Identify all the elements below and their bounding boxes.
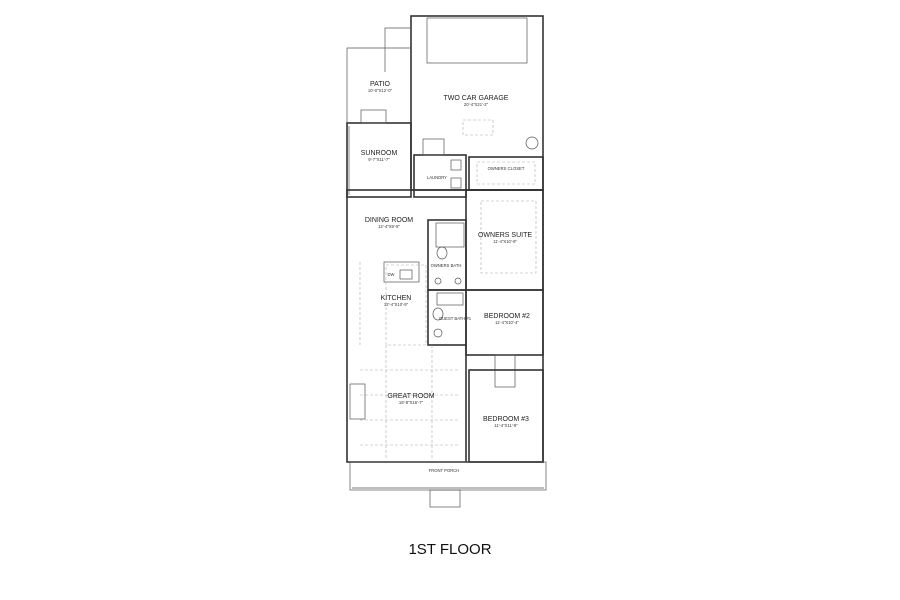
kitchen: [359, 261, 427, 346]
laundry: [413, 138, 467, 198]
garage-label: TWO CAR GARAGE: [444, 95, 509, 102]
sunroom: [346, 109, 412, 198]
owners-suite-size: 11'-4"X10'-9": [493, 239, 517, 244]
dining-size: 12'-4"X9'-8": [378, 224, 400, 229]
great-room-label: GREAT ROOM: [387, 393, 434, 400]
bedroom3-label: BEDROOM #3: [483, 416, 529, 423]
patio: [346, 27, 411, 123]
fireplace: [349, 383, 366, 420]
owners-closet: [468, 156, 544, 191]
front-porch-label: FRONT PORCH: [429, 468, 460, 473]
owners-bath-label: OWNERS BATH: [431, 263, 462, 268]
front-porch: [349, 461, 547, 508]
patio-size: 10'-0"X12'-0": [368, 88, 393, 93]
bedroom2-size: 11'-4"X10'-4": [495, 320, 519, 325]
bedroom-2: [465, 289, 544, 388]
dw-label: DW: [388, 272, 395, 277]
sunroom-label: SUNROOM: [361, 150, 398, 157]
dining-label: DINING ROOM: [365, 217, 413, 224]
great-room-size: 18'-8"X16'-7": [399, 400, 424, 405]
guest-bath-label: GUEST BATH #1: [439, 316, 472, 321]
garage-size: 20'-4"X21'-2": [464, 102, 489, 107]
floor-title: 1ST FLOOR: [408, 541, 492, 558]
owners-suite-label: OWNERS SUITE: [478, 232, 532, 239]
bedroom2-label: BEDROOM #2: [484, 313, 530, 320]
owners-bath: [427, 219, 467, 291]
patio-label: PATIO: [370, 81, 391, 88]
great-room: [349, 345, 467, 462]
owners-closet-label: OWNERS CLOSET: [488, 166, 525, 171]
kitchen-size: 12'-4"X10'-9": [384, 302, 409, 307]
sunroom-size: 9'-7"X11'-7": [368, 157, 390, 162]
kitchen-label: KITCHEN: [381, 295, 412, 302]
laundry-label: LAUNDRY: [427, 175, 447, 180]
bedroom3-size: 11'-4"X11'-9": [494, 423, 518, 428]
